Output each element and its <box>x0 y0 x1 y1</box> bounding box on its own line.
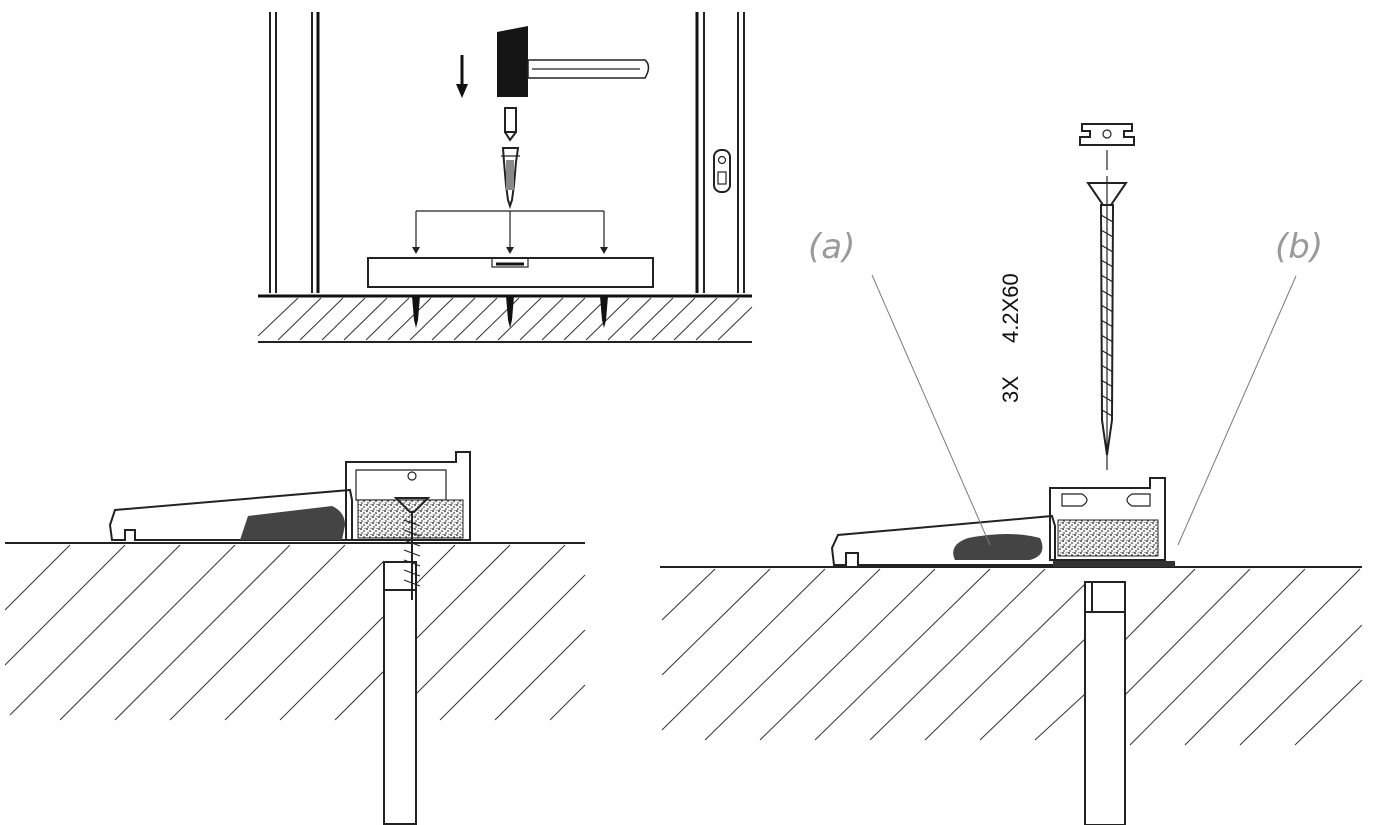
nail-punch-icon <box>504 107 517 142</box>
seal-insert <box>357 499 464 539</box>
callout-a-label: (a) <box>808 227 855 267</box>
wall-plug-icon <box>383 561 417 825</box>
screw-plug-icon <box>501 147 520 210</box>
screw-size-label: 4.2X60 <box>998 273 1023 343</box>
threshold-profile-section <box>1049 477 1166 561</box>
hammer-icon <box>497 26 650 97</box>
wall-plug-icon <box>1084 581 1126 825</box>
threshold-ramp <box>108 488 353 541</box>
floor-anchor-icon <box>412 296 608 328</box>
threshold-profile-section <box>345 451 471 541</box>
down-arrow-icon <box>456 55 468 98</box>
callout-b-label: (b) <box>1275 227 1323 267</box>
doorway-installation-view <box>257 12 753 343</box>
screw-cap-icon <box>1079 123 1135 170</box>
threshold-profile <box>367 257 654 288</box>
seal-insert <box>1057 519 1159 557</box>
section-view-left <box>4 451 586 825</box>
floor-hatch <box>257 297 753 341</box>
door-handle-icon <box>713 149 731 193</box>
screw-quantity-label: 3X <box>998 376 1023 403</box>
threshold-ramp <box>830 514 1056 566</box>
section-view-right <box>660 123 1363 825</box>
long-screw-icon <box>1086 176 1128 470</box>
screw-icon <box>393 497 431 600</box>
